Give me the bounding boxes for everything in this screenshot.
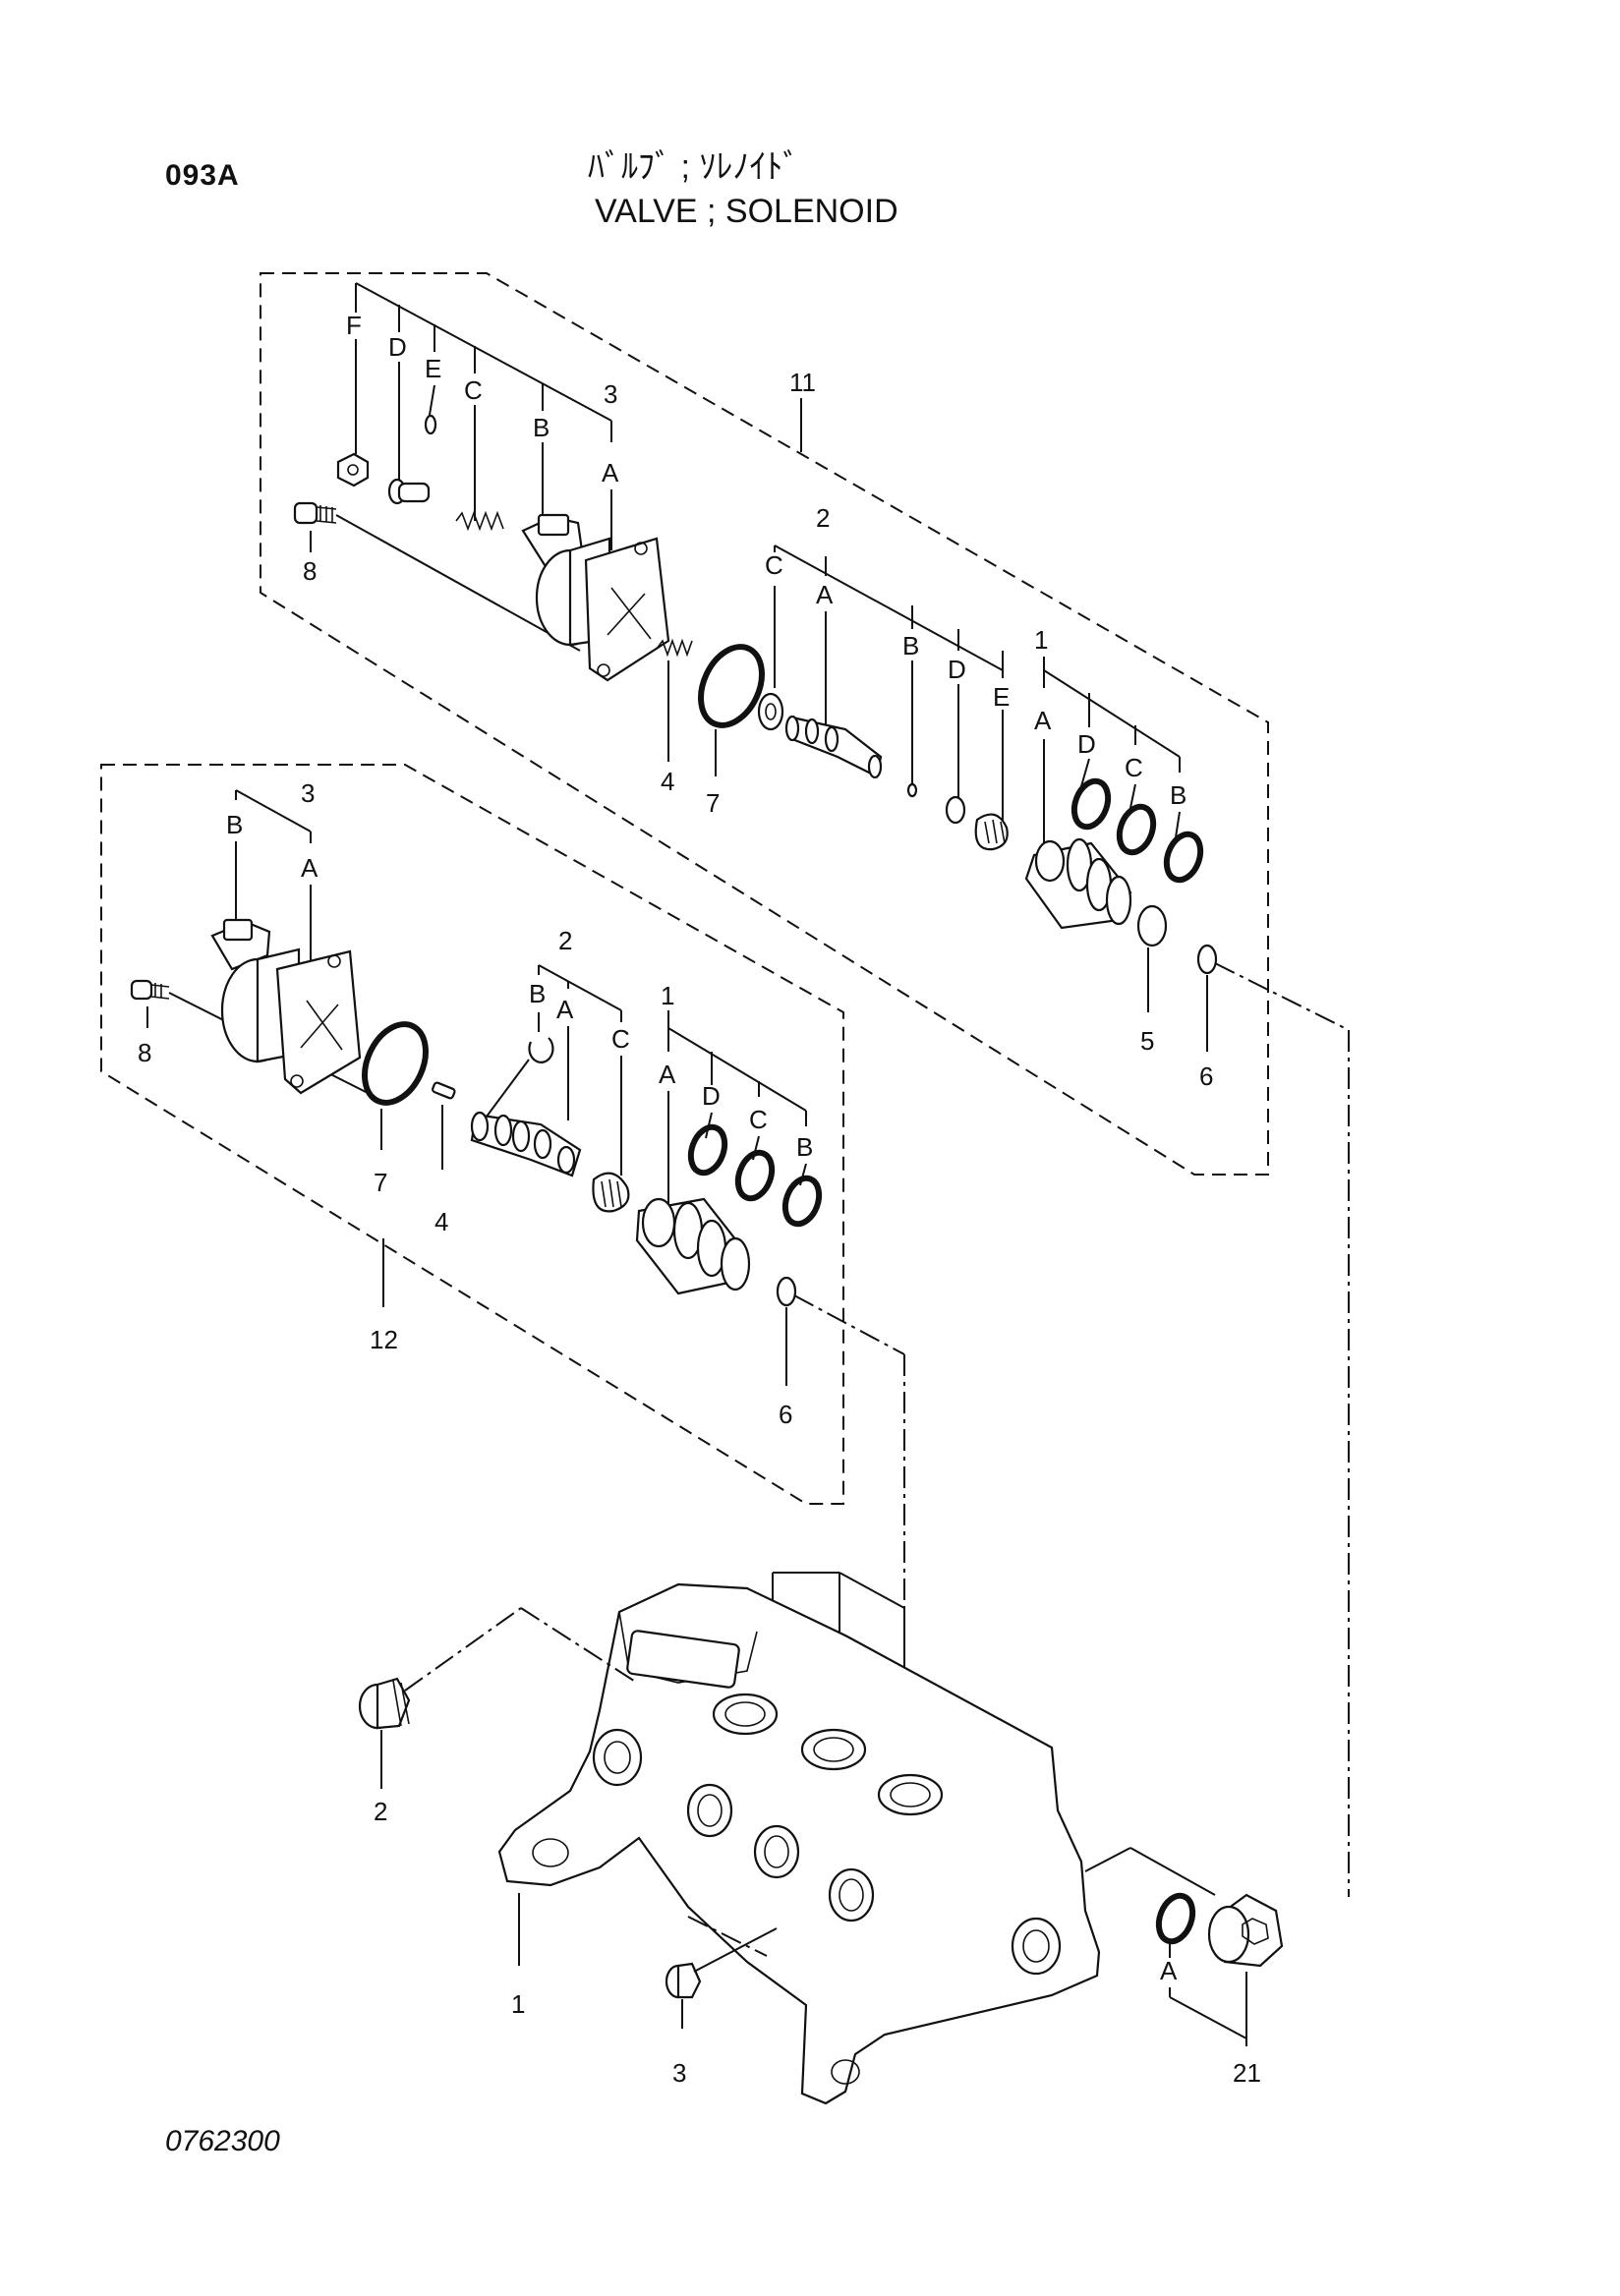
part-12-3A-solenoid: [210, 918, 362, 1095]
part-11-2B: [906, 782, 918, 798]
callout-11-2B: B: [902, 631, 919, 660]
callout-12-1A: A: [659, 1060, 676, 1089]
part-21A-oring: [1155, 1892, 1196, 1945]
part-11-3F-nut: [336, 452, 370, 488]
part-11-3E-ring: [424, 414, 437, 435]
part-12-7-oring: [362, 1021, 429, 1106]
callout-11-7: 7: [706, 788, 720, 818]
callout-11-1B: B: [1170, 780, 1186, 810]
part-11-3A-solenoid: [521, 513, 670, 682]
part-12-1C-oring: [734, 1149, 776, 1202]
callout-11: 11: [789, 368, 816, 397]
part-11-1C-oring: [1116, 803, 1157, 856]
title-english: VALVE ; SOLENOID: [595, 193, 898, 230]
callout-12-4: 4: [434, 1207, 448, 1236]
callout-11-3B: B: [533, 413, 550, 442]
callout-11-4: 4: [661, 767, 674, 796]
callout-11-3A: A: [602, 458, 619, 488]
callout-11-2D: D: [948, 655, 966, 684]
callout-11-1A: A: [1034, 706, 1052, 735]
callout-12-2A: A: [556, 995, 574, 1024]
callout-12-1: 1: [661, 981, 674, 1010]
valve-body-group: 2 1 3 A 21: [358, 1572, 1284, 2105]
callout-12-1C: C: [749, 1105, 768, 1134]
part-11-1B-oring: [1163, 831, 1204, 884]
callout-11-6: 6: [1199, 1062, 1213, 1091]
part-12-2B-clip: [528, 1037, 554, 1063]
callout-11-3E: E: [425, 354, 441, 383]
callout-12-2C: C: [611, 1024, 630, 1054]
callout-11-2C: C: [765, 550, 783, 580]
part-2-plug: [358, 1677, 411, 1730]
callout-12: 12: [370, 1325, 398, 1354]
part-11-5-ring: [1136, 904, 1168, 947]
callout-12-1B: B: [796, 1132, 813, 1162]
callout-12-7: 7: [374, 1168, 387, 1197]
part-11-7-oring: [698, 644, 765, 728]
part-12-2A-spool: [470, 1111, 582, 1177]
callout-12-3B: B: [226, 810, 243, 839]
callout-12-1D: D: [702, 1081, 721, 1111]
assembly-12-boundary: [100, 764, 844, 1505]
part-12-1D-oring: [687, 1123, 728, 1177]
callout-11-1C: C: [1125, 753, 1143, 782]
callout-12-2B: B: [529, 979, 546, 1008]
callout-12-6: 6: [779, 1400, 792, 1429]
valve-body: [497, 1582, 1101, 2105]
callout-11-3D: D: [388, 332, 407, 362]
part-11-1A-sleeve: [1024, 837, 1132, 930]
callout-11-3C: C: [464, 375, 483, 405]
callout-12-2: 2: [558, 926, 572, 955]
callout-11-1: 1: [1034, 625, 1048, 655]
callout-11-5: 5: [1140, 1026, 1154, 1056]
callout-11-2: 2: [816, 503, 830, 533]
callout-11-1D: D: [1077, 729, 1096, 759]
part-11-2A-spool: [784, 715, 883, 779]
callout-21A: A: [1160, 1956, 1178, 1985]
assembly-11-boundary: [260, 272, 1269, 1176]
callout-11-8: 8: [303, 556, 317, 586]
part-11-1D-oring: [1070, 777, 1112, 831]
page-code: 093A: [165, 159, 240, 192]
drawing-number: 0762300: [165, 2125, 280, 2157]
part-11-8-bolt: [293, 501, 337, 525]
callout-12-3: 3: [301, 778, 315, 808]
assembly-12: 3 B A 8 7 4: [100, 764, 905, 1848]
part-12-6-ring: [776, 1276, 797, 1307]
part-11-2D-ring: [945, 795, 966, 825]
part-11-2C-washer: [757, 692, 784, 731]
part-11-3D: [387, 478, 431, 505]
part-12-8-bolt: [130, 979, 170, 1001]
callout-12-8: 8: [138, 1038, 151, 1067]
callout-11-3F: F: [346, 311, 362, 340]
part-21-plug: [1207, 1893, 1284, 1968]
part-3-plug: [665, 1962, 702, 1999]
part-12-1B-oring: [781, 1175, 823, 1228]
part-12-4-pin: [432, 1081, 456, 1100]
callout-11-2E: E: [993, 682, 1010, 712]
callout-3: 3: [672, 2058, 686, 2088]
callout-11-3: 3: [604, 379, 617, 409]
part-11-6-ring: [1196, 944, 1218, 975]
part-11-4-spring: [656, 638, 693, 658]
assembly-11: 11 F D E C B 3 A: [260, 272, 1350, 1897]
part-12-1A-sleeve: [635, 1197, 751, 1295]
callout-1: 1: [511, 1989, 525, 2019]
title-japanese: ﾊﾞﾙﾌﾞ ; ｿﾚﾉｲﾄﾞ: [588, 148, 800, 186]
callout-12-3A: A: [301, 853, 318, 883]
callout-11-2A: A: [816, 580, 834, 609]
callout-21: 21: [1233, 2058, 1261, 2088]
part-11-3C-spring: [455, 510, 504, 532]
callout-2: 2: [374, 1797, 387, 1826]
